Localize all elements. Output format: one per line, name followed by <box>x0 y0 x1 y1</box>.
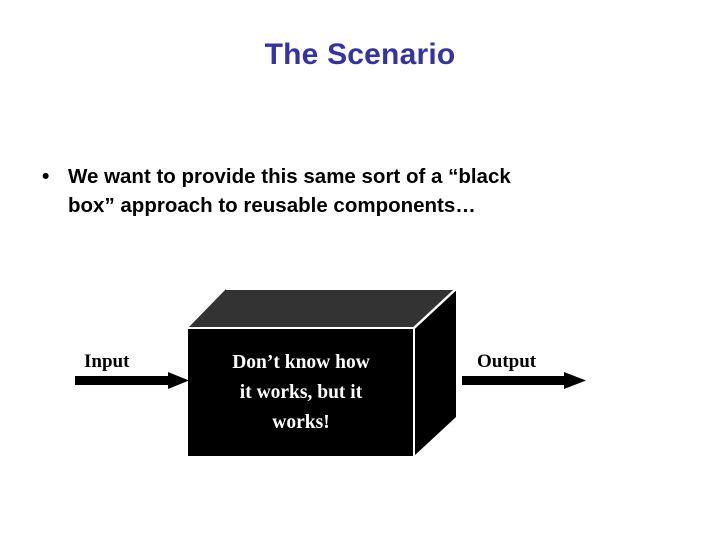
bullet-line-2: box” approach to reusable components… <box>68 194 476 217</box>
input-label: Input <box>84 351 130 372</box>
bullet-text: We want to provide this same sort of a “… <box>68 162 618 220</box>
page-title: The Scenario <box>264 38 456 71</box>
bullet-marker-icon: • <box>42 165 50 188</box>
black-box-caption: Don’t know how it works, but it works! <box>196 348 406 438</box>
output-arrow-icon <box>462 372 586 389</box>
body-text-block: • We want to provide this same sort of a… <box>38 162 618 220</box>
black-box-caption-line-1: Don’t know how <box>232 352 370 373</box>
black-box-caption-line-3: works! <box>272 412 330 433</box>
black-box-caption-line-2: it works, but it <box>239 382 363 403</box>
list-item: • We want to provide this same sort of a… <box>38 162 618 220</box>
input-arrow-icon <box>75 372 189 389</box>
output-label: Output <box>477 351 537 372</box>
bullet-line-1: We want to provide this same sort of a “… <box>68 165 511 188</box>
